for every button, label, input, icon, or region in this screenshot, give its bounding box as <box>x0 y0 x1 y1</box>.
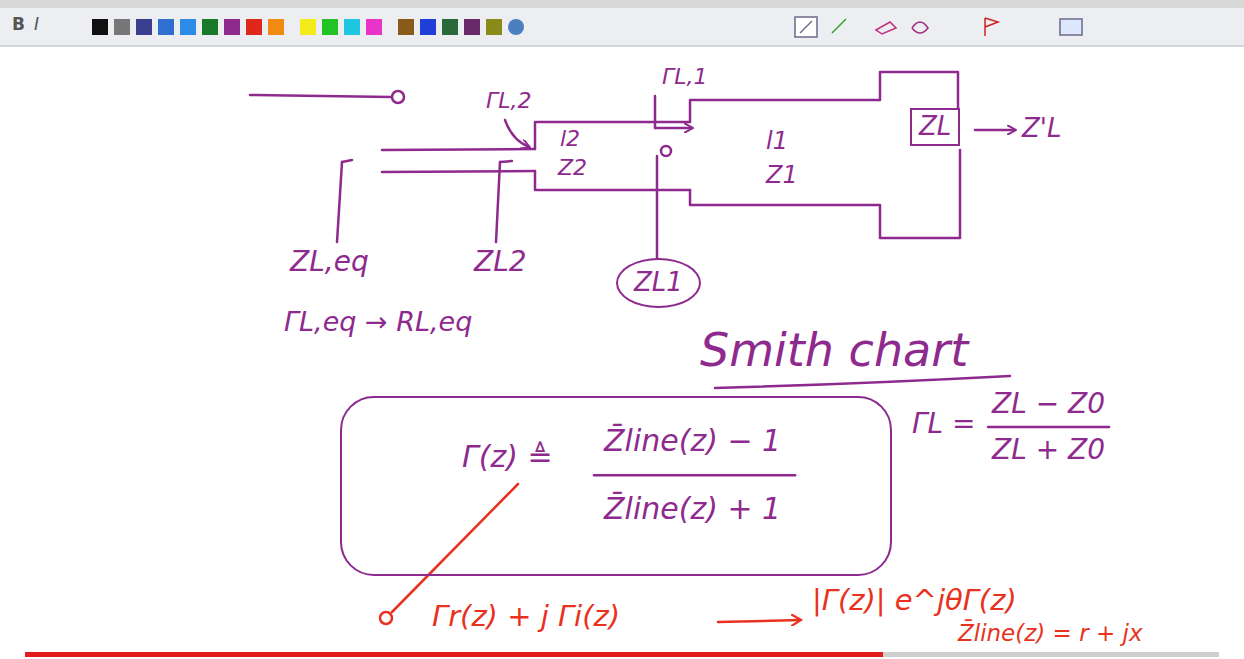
fraction-bar <box>988 426 1109 429</box>
line-impedance: Z2 <box>558 155 587 180</box>
toolbar <box>0 8 1244 46</box>
note-text: ΓL,eq → RL,eq <box>284 306 472 337</box>
menu-strip <box>0 0 1244 8</box>
section-heading: Smith chart <box>700 324 968 377</box>
formula-text: Z̄line(z) = r + jx <box>958 620 1143 646</box>
formula-text: Γr(z) + j Γi(z) <box>432 600 620 633</box>
impedance-label: ZL2 <box>474 246 527 278</box>
load-box: ZL <box>910 108 960 146</box>
load-label: Z'L <box>1022 114 1061 144</box>
formula-denominator: ZL + Z0 <box>992 434 1105 466</box>
impedance-label: ZL,eq <box>290 246 369 278</box>
toolbar-icon: I <box>34 15 39 35</box>
definition-box: Γ(z) ≜ Z̄line(z) − 1 Z̄line(z) + 1 <box>340 396 892 576</box>
toolbar-icon: B <box>12 15 25 35</box>
line-impedance: Z1 <box>766 162 798 190</box>
title-underline <box>715 376 1010 388</box>
reflection-label: ΓL,1 <box>662 64 708 89</box>
formula-numerator: ZL − Z0 <box>992 388 1105 420</box>
progress-bar <box>25 652 883 657</box>
line-length: l1 <box>766 128 788 156</box>
toolbar-border <box>0 46 1244 47</box>
fraction-bar <box>594 474 795 477</box>
progress-track <box>25 652 1219 657</box>
line-length: l2 <box>560 126 580 151</box>
formula-fraction: Z̄line(z) + 1 <box>604 492 781 527</box>
formula-text: ΓL = <box>912 408 976 440</box>
formula-text: Γ(z) ≜ <box>462 440 553 475</box>
reflection-label: ΓL,2 <box>486 88 532 113</box>
impedance-circle: ZL1 <box>616 258 701 308</box>
node-text: ZL1 <box>634 268 683 298</box>
color-swatches <box>92 19 524 35</box>
transmission-line-sketch <box>250 72 1015 258</box>
formula-fraction: Z̄line(z) − 1 <box>604 424 781 459</box>
tool-icons <box>795 17 1082 37</box>
node-text: ZL <box>919 112 951 142</box>
formula-text: |Γ(z)| e^jθΓ(z) <box>812 584 1017 617</box>
